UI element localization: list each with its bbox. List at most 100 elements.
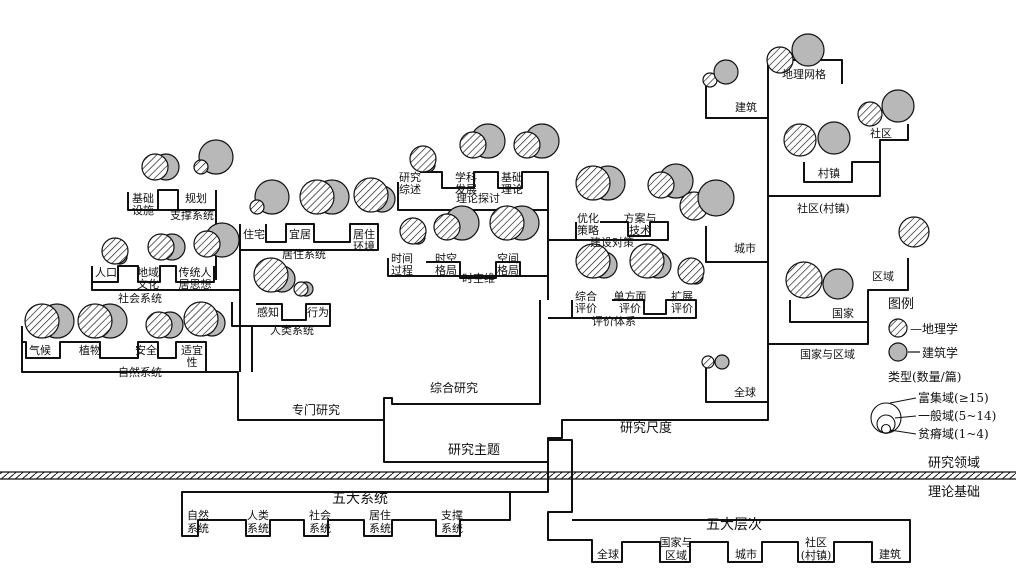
legend-architecture-swatch (888, 342, 908, 362)
scale-circle-11 (822, 268, 854, 300)
branch-line-24 (768, 161, 881, 197)
legend-type-title: 类型(数量/篇) (888, 369, 961, 384)
spacetime-group-label: 时空维 (462, 271, 495, 285)
branch-line-25 (879, 124, 909, 162)
spacetime-topic-label-1: 时空 (435, 251, 457, 265)
five-systems-item-0: 系统 (187, 522, 209, 535)
branch-line-11 (239, 223, 379, 251)
legend-geography-label: —地理学 (910, 321, 958, 336)
scale-geo-network-label: 地理网格 (782, 67, 826, 81)
scale-building-label: 建筑 (735, 100, 757, 114)
legend-general-label: 一般域(5~14) (918, 408, 996, 423)
trunk-mid-branch-label: 综合研究 (430, 380, 478, 395)
branch-line-2 (547, 60, 769, 462)
strategy-topic-label-0: 优化 (577, 211, 599, 225)
branch-line-1 (383, 300, 541, 420)
evaluation-geography-circle-2 (677, 257, 705, 285)
research-field-label: 研究领域 (928, 456, 980, 471)
scale-city-label: 城市 (734, 241, 756, 255)
branch-line-4 (22, 341, 207, 372)
five-systems-item-3: 居住 (369, 508, 391, 522)
literature-circles (24, 33, 930, 370)
branch-line-0 (21, 326, 549, 480)
habitat-geography-circle-2 (353, 177, 389, 213)
theory-topic-label-1: 发展 (455, 182, 477, 196)
society-geography-circle-2 (193, 230, 221, 258)
foundation-item-labels: 自然系统人类系统社会系统居住系统支撑系统全球国家与区域城市社区(村镇)建筑 (187, 508, 901, 562)
five-levels-item-4: 建筑 (879, 547, 901, 561)
scale-village-label: 村镇 (818, 166, 840, 180)
legend-general-leader (894, 415, 917, 419)
society-topic-label-0: 人口 (95, 266, 117, 279)
scale-country-label: 国家 (832, 306, 854, 320)
strategy-topic-label-1: 技术 (629, 224, 651, 237)
legend: 图例 —地理学 建筑学 类型(数量/篇) 富集域(≥15) 一般域(5~14) … (870, 297, 996, 441)
branch-line-15 (387, 258, 521, 279)
nature-geography-circle-3 (183, 301, 219, 337)
branch-line-6 (91, 265, 215, 283)
branch-line-9 (231, 302, 331, 327)
society-topic-label-1: 文化 (137, 277, 159, 291)
society-topic-label-2: 传统人 (179, 266, 212, 279)
theory-topic-label-0: 研究 (399, 170, 421, 184)
nature-topic-label-3: 适宜 (181, 343, 203, 357)
five-levels-item-3: (村镇) (801, 548, 832, 562)
nature-topic-label-2: 安全 (135, 343, 157, 357)
five-systems-item-0: 自然 (187, 508, 209, 522)
strategy-group-label: 建设对策 (590, 235, 634, 249)
scale-region-label: 区域 (872, 270, 894, 283)
evaluation-topic-label-0: 评价 (575, 302, 597, 315)
spacetime-topic-label-2: 格局 (497, 263, 519, 277)
nature-geography-circle-2 (145, 311, 173, 339)
strategy-geography-circle-0 (575, 165, 611, 201)
five-levels-label: 五大层次 (706, 517, 762, 533)
branch-line-8 (128, 189, 217, 211)
five-systems-item-4: 支撑 (441, 508, 463, 522)
branch-line-29 (705, 368, 768, 403)
scale-community-label: 社区 (870, 126, 892, 140)
trunk-right-branch-label: 研究尺度 (620, 420, 672, 436)
branch-line-21 (705, 86, 768, 119)
scale-circle-2 (766, 46, 794, 74)
branch-line-30 (181, 480, 549, 537)
legend-poor-circle (880, 423, 892, 435)
strategy-topic-label-0: 策略 (577, 223, 599, 237)
nature-system-label: 自然系统 (118, 365, 162, 379)
legend-poor-label: 贫瘠域(1~4) (918, 426, 989, 441)
theory-group-label: 理论探讨 (456, 191, 500, 205)
scale-circle-6 (857, 101, 883, 127)
society-geography-circle-1 (147, 233, 175, 261)
habitat-topic-label-0: 住宅 (243, 227, 265, 241)
legend-poor-leader (889, 429, 917, 435)
evaluation-topic-label-1: 评价 (619, 302, 641, 315)
trunk-left-branch-label: 专门研究 (292, 402, 340, 417)
scale-community-village-label: 社区(村镇) (797, 201, 850, 215)
support-geography-circle-0 (141, 153, 169, 181)
five-systems-item-1: 系统 (247, 522, 269, 535)
theory-topic-label-2: 理论 (501, 182, 523, 196)
legend-rich-leader (889, 397, 917, 404)
support-topic-label-0: 基础 (132, 192, 154, 205)
nature-geography-circle-1 (77, 303, 113, 339)
society-topic-label-1: 地域 (137, 266, 159, 279)
evaluation-geography-circle-1 (629, 243, 665, 279)
support-topic-label-0: 设施 (132, 204, 154, 217)
spacetime-topic-label-2: 空间 (497, 251, 519, 265)
branch-line-28 (789, 300, 868, 323)
strategy-geography-circle-1 (647, 171, 675, 199)
strategy-topic-label-1: 方案与 (624, 211, 657, 225)
evaluation-topic-label-2: 评价 (671, 302, 693, 315)
spacetime-geography-circle-0 (399, 217, 427, 245)
evaluation-group-label: 评价体系 (592, 314, 636, 328)
habitat-geography-circle-0 (249, 199, 265, 215)
branch-line-26 (705, 226, 768, 263)
spacetime-topic-label-0: 时间 (391, 252, 413, 265)
scale-circle-4 (783, 123, 817, 157)
five-systems-item-1: 人类 (247, 508, 269, 522)
five-levels-item-1: 区域 (665, 549, 687, 562)
nature-geography-circle-0 (24, 303, 60, 339)
five-systems-item-4: 系统 (441, 522, 463, 535)
society-topic-label-2: 居思想 (179, 277, 212, 291)
habitat-topic-label-1: 宜居 (289, 227, 311, 241)
